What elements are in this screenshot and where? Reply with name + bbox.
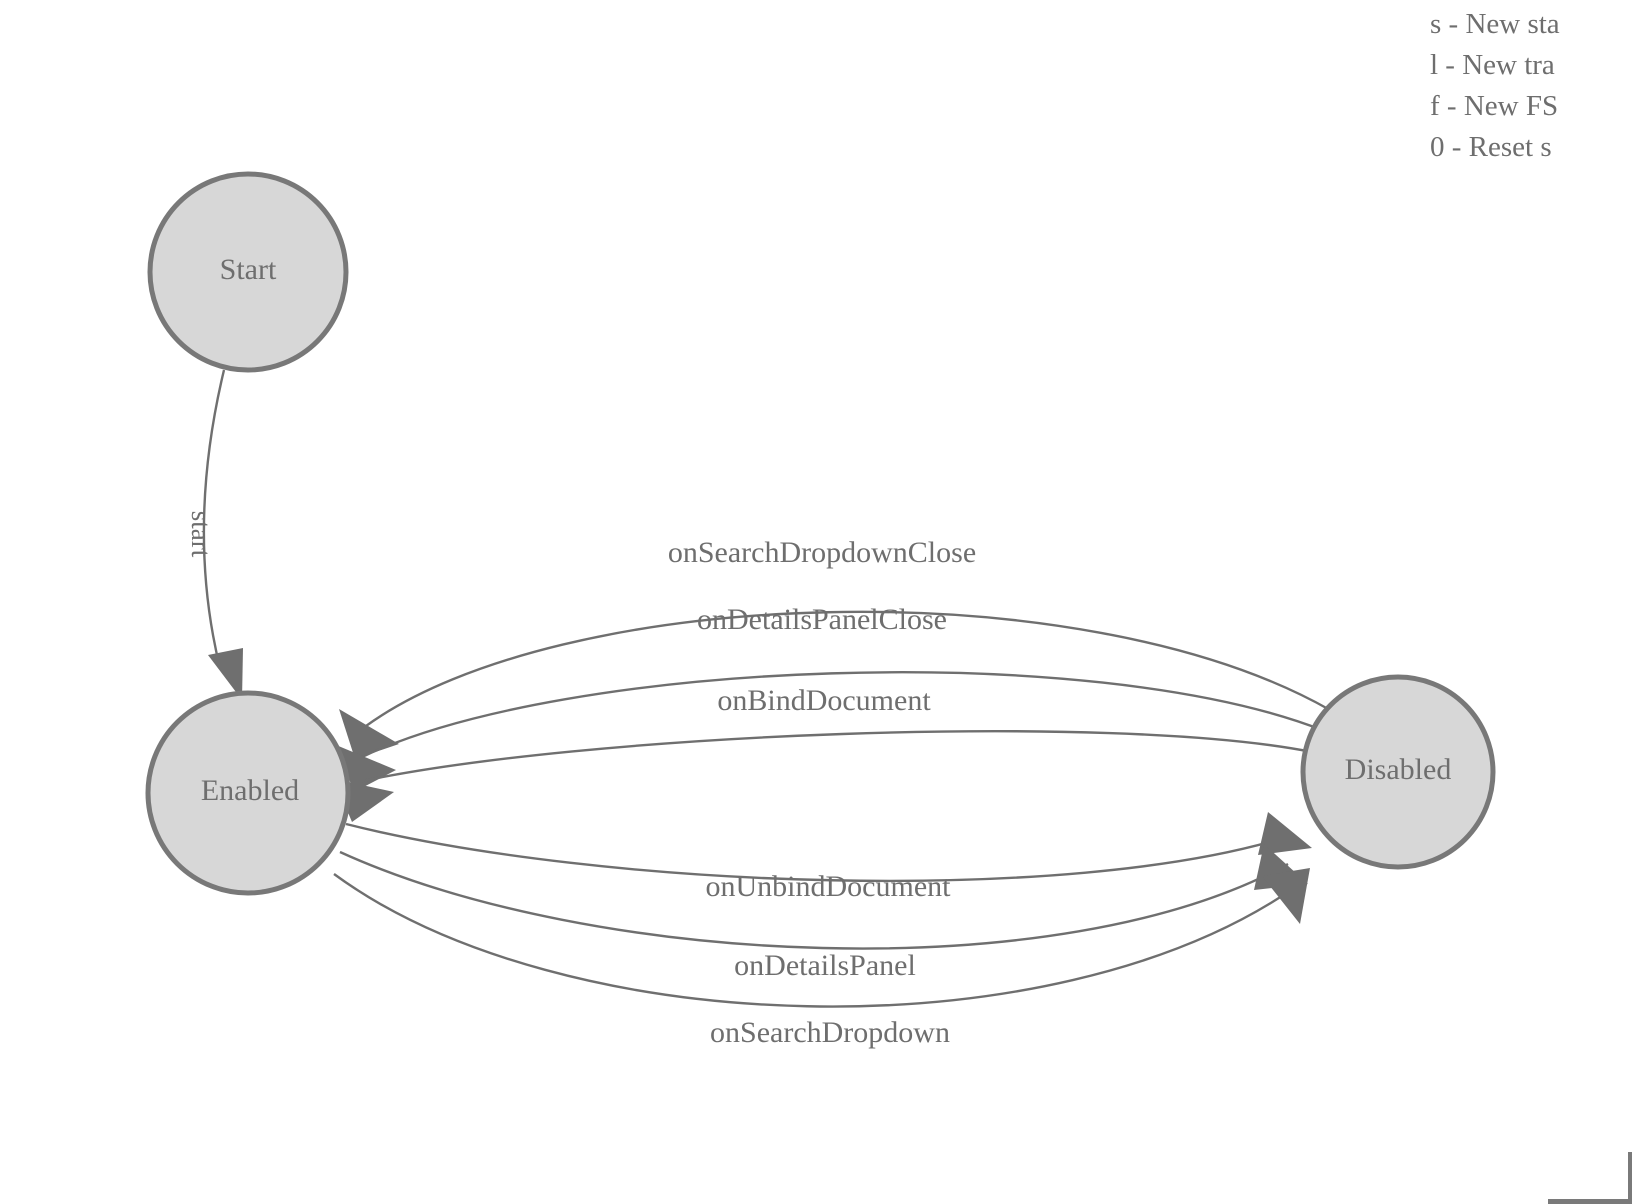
transition-onbinddocument[interactable]: onBindDocument bbox=[334, 684, 1313, 822]
state-node-enabled[interactable]: Enabled bbox=[145, 690, 351, 896]
transition-path-ondetailspanelclose[interactable] bbox=[361, 671, 1323, 759]
transition-path-onsearchdropdown[interactable] bbox=[333, 873, 1295, 1008]
transition-path-onbinddocument[interactable] bbox=[357, 730, 1313, 784]
transition-path-onsearchdropdownclose[interactable] bbox=[365, 610, 1331, 727]
transition-onunbinddocument[interactable]: onUnbindDocument bbox=[345, 812, 1312, 903]
transition-onsearchdropdownclose[interactable]: onSearchDropdownClose bbox=[339, 536, 1331, 759]
transition-onsearchdropdown[interactable]: onSearchDropdown bbox=[333, 868, 1310, 1049]
state-circle-start[interactable] bbox=[147, 171, 349, 373]
arrowhead-start bbox=[208, 648, 243, 700]
transition-label-start: start bbox=[186, 511, 216, 558]
arrowhead-onsearchdropdown bbox=[1262, 868, 1310, 924]
transition-label-onsearchdropdownclose: onSearchDropdownClose bbox=[668, 536, 976, 569]
transition-path-ondetailspanel[interactable] bbox=[339, 850, 1289, 950]
transition-label-onbinddocument: onBindDocument bbox=[717, 684, 931, 717]
arrowhead-ondetailspanelclose bbox=[336, 745, 396, 792]
transition-label-onsearchdropdown: onSearchDropdown bbox=[710, 1016, 950, 1049]
transition-label-onunbinddocument: onUnbindDocument bbox=[706, 870, 952, 903]
transition-path-onunbinddocument[interactable] bbox=[345, 822, 1291, 883]
state-label-enabled: Enabled bbox=[201, 774, 299, 807]
transition-start[interactable]: start bbox=[186, 369, 243, 700]
state-circle-disabled[interactable] bbox=[1300, 674, 1496, 870]
transition-path-start[interactable] bbox=[202, 369, 226, 669]
state-node-disabled[interactable]: Disabled bbox=[1300, 674, 1496, 870]
arrowhead-onunbinddocument bbox=[1258, 812, 1312, 855]
state-circle-enabled[interactable] bbox=[145, 690, 351, 896]
transition-label-ondetailspanelclose: onDetailsPanelClose bbox=[697, 603, 947, 636]
state-label-disabled: Disabled bbox=[1345, 753, 1452, 786]
transition-ondetailspanelclose[interactable]: onDetailsPanelClose bbox=[336, 603, 1323, 792]
state-label-start: Start bbox=[220, 253, 277, 286]
state-node-start[interactable]: Start bbox=[147, 171, 349, 373]
transition-label-ondetailspanel: onDetailsPanel bbox=[734, 949, 916, 982]
canvas-corner-handle[interactable] bbox=[1548, 1152, 1632, 1204]
